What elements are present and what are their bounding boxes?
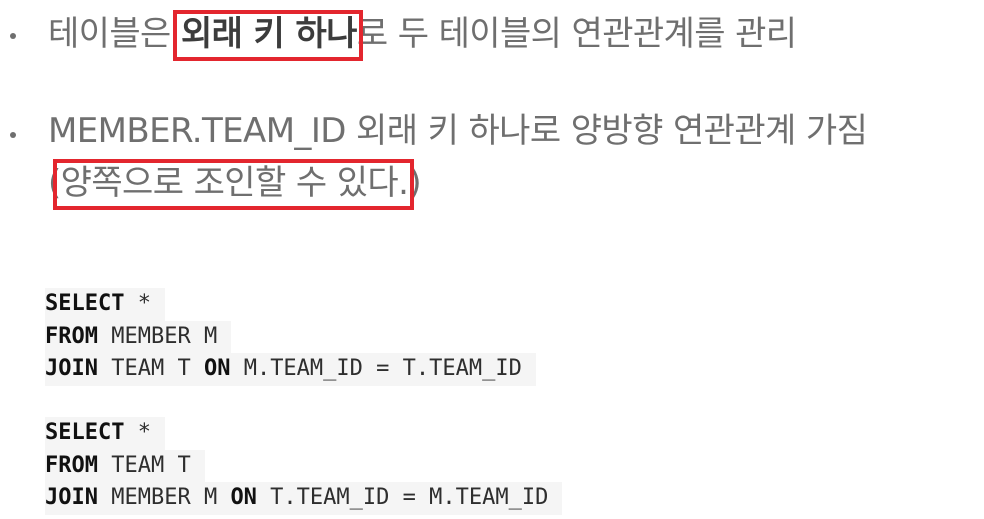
bullet-dot-icon	[10, 132, 16, 138]
sql-keyword: FROM	[45, 452, 98, 478]
sql-keyword: ON	[203, 356, 231, 381]
bullet-1-highlight: 외래 키 하나	[172, 10, 363, 61]
sql-line: SELECT *	[45, 417, 562, 450]
sql-keyword: SELECT	[45, 291, 125, 316]
sql-text: M.TEAM_ID = T.TEAM_ID	[230, 356, 522, 381]
sql-text: TEAM T	[97, 356, 204, 381]
bullet-1-prefix: 테이블은	[48, 14, 181, 54]
bullet-2-highlight: 양쪽으로 조인할 수 있다.	[52, 159, 414, 210]
sql-keyword: ON	[230, 485, 257, 510]
sql-line: JOIN MEMBER M ON T.TEAM_ID = M.TEAM_ID	[45, 482, 563, 515]
sql-query-2: SELECT * FROM TEAM T JOIN MEMBER M ON T.…	[45, 417, 563, 515]
sql-text: MEMBER M	[97, 485, 231, 510]
sql-text: T.TEAM_ID = M.TEAM_ID	[256, 485, 549, 510]
sql-line: JOIN TEAM T ON M.TEAM_ID = T.TEAM_ID	[45, 353, 536, 386]
sql-text: MEMBER M	[97, 323, 218, 349]
sql-query-1: SELECT * FROM MEMBER M JOIN TEAM T ON M.…	[45, 288, 536, 386]
sql-line: FROM TEAM T	[45, 449, 562, 482]
sql-text: TEAM T	[97, 452, 191, 478]
sql-keyword: FROM	[45, 323, 98, 349]
bullet-1-suffix: 로 두 테이블의 연관관계를 관리	[356, 14, 797, 54]
sql-keyword: JOIN	[45, 356, 98, 381]
sql-text: *	[124, 291, 151, 316]
sql-line: FROM MEMBER M	[45, 320, 536, 353]
sql-keyword: JOIN	[45, 485, 98, 510]
bullet-dot-icon	[10, 33, 16, 39]
sql-keyword: SELECT	[45, 420, 125, 445]
bullet-2-line-1: MEMBER.TEAM_ID 외래 키 하나로 양방향 연관관계 가짐	[48, 111, 868, 151]
sql-line: SELECT *	[45, 288, 536, 321]
bullet-2-line-2: (양쪽으로 조인할 수 있다.)	[48, 159, 422, 210]
bullet-1-text: 테이블은 외래 키 하나로 두 테이블의 연관관계를 관리	[48, 10, 797, 61]
sql-text: *	[124, 420, 151, 445]
